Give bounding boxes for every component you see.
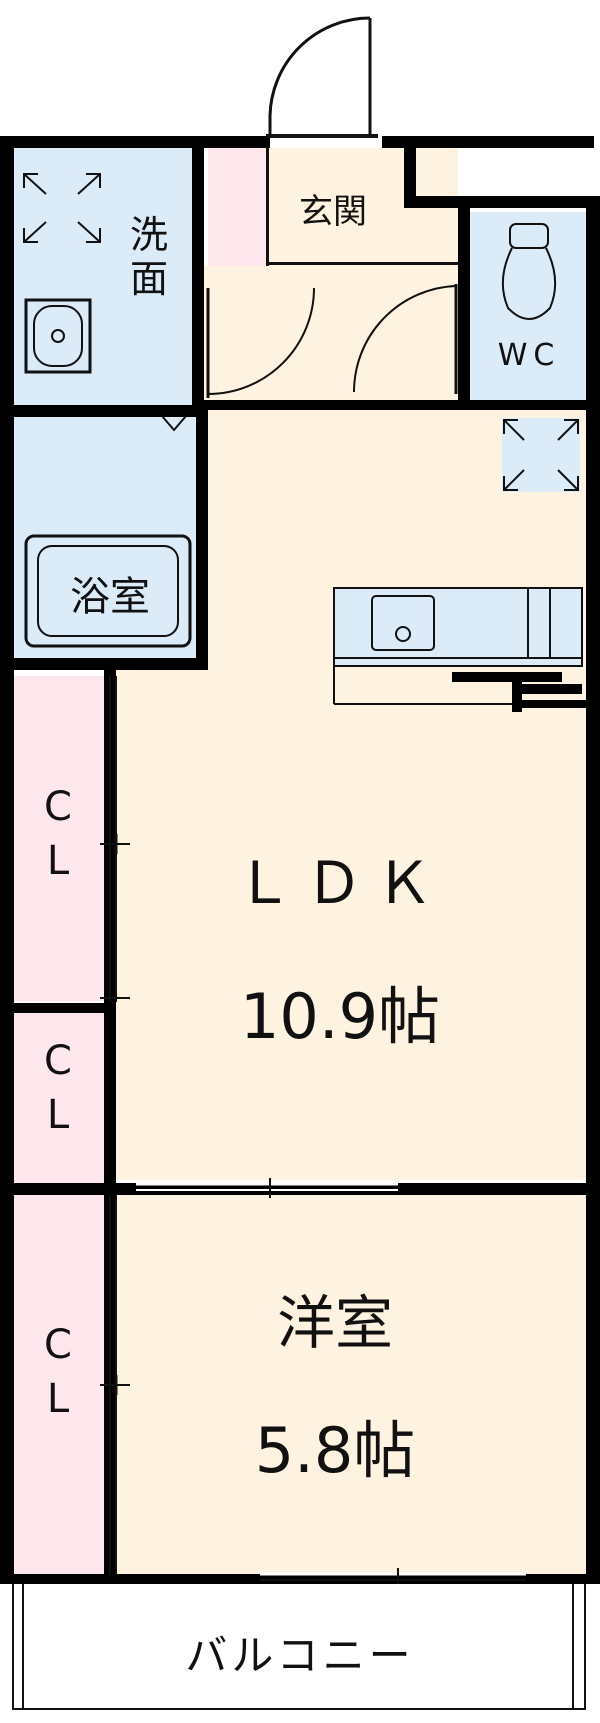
closet-1-label: C L (44, 784, 72, 884)
wc-door-swing-icon (353, 284, 458, 394)
balcony-inner-right (572, 1584, 574, 1710)
entrance-step-line (268, 262, 458, 265)
ldk-room-lower (116, 670, 588, 1180)
toilet-icon (501, 223, 557, 320)
wall-right (586, 200, 600, 1582)
wall-hall-bottom (204, 400, 588, 410)
bathtub-icon (24, 534, 192, 648)
closet-3-label: C L (44, 1322, 72, 1422)
balcony (12, 1584, 586, 1710)
western-room (116, 1195, 588, 1578)
toilet-room (470, 212, 588, 406)
balcony-label: バルコニー (185, 1631, 415, 1680)
closet-1 (14, 676, 108, 1001)
kitchen-sink-icon (371, 595, 435, 651)
closet-1-sliding-door (100, 676, 130, 1002)
entrance-shoe-line (266, 148, 269, 266)
bathroom (14, 417, 204, 667)
wall-top-mid (382, 136, 594, 148)
washing-machine-space-icon (23, 173, 101, 243)
balcony-inner-left (22, 1584, 24, 1710)
wall-left (0, 136, 14, 1582)
wall-top-left (0, 136, 270, 148)
wall-bath-right (196, 405, 208, 670)
western-room-label: 洋室 (276, 1289, 393, 1357)
hallway (204, 266, 460, 406)
washroom-label: 洗 面 (129, 213, 168, 301)
ldk-area: 10.9帖 (239, 980, 441, 1053)
wall-closet-right (104, 670, 116, 1582)
kitchen-counter (333, 587, 586, 712)
closet-2-label: C L (44, 1038, 72, 1138)
ldk-label: ＬＤＫ (234, 849, 445, 917)
wall-closet-divider (14, 1003, 112, 1013)
wall-wc-left (458, 204, 470, 406)
wc-label: WC (497, 338, 561, 373)
refrigerator-space-icon (502, 418, 580, 492)
entrance-label: 玄関 (299, 192, 367, 232)
wall-notch-left (404, 136, 416, 204)
wall-washroom-right (192, 148, 204, 406)
wall-washroom-bottom (14, 405, 204, 417)
wall-notch-bottom (404, 196, 600, 208)
balcony-window (260, 1568, 526, 1588)
bath-door-icon (161, 415, 187, 432)
wall-bath-bottom (14, 658, 208, 670)
closet-2 (14, 1013, 108, 1183)
closet-3 (14, 1195, 108, 1578)
bathroom-label: 浴室 (70, 574, 150, 620)
washbasin-icon (24, 298, 92, 374)
ldk-sliding-door (136, 1178, 398, 1198)
closet-3-sliding-door (100, 1195, 130, 1575)
entrance-shoe-area (208, 148, 268, 266)
washroom-door-swing-icon (206, 287, 315, 398)
entrance-door-swing-icon (266, 16, 378, 138)
western-room-area: 5.8帖 (254, 1414, 416, 1487)
